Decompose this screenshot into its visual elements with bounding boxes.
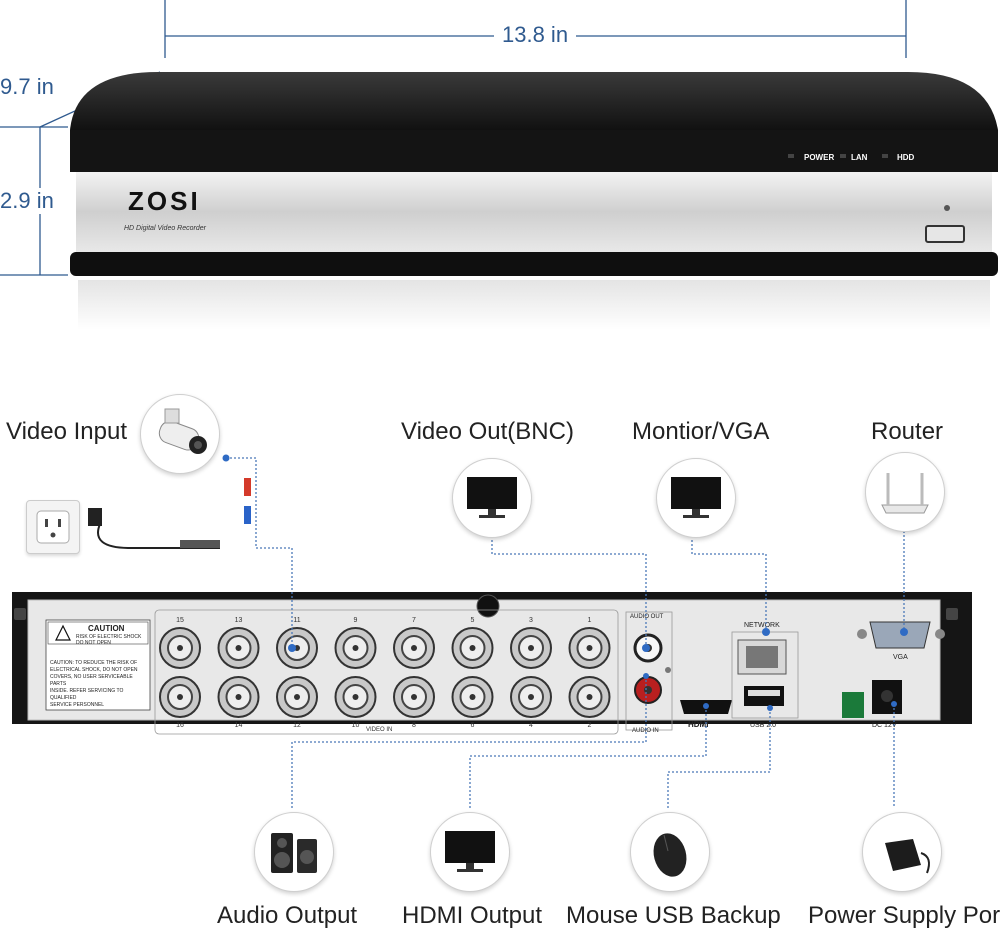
video-in-label: VIDEO IN (366, 727, 393, 733)
power-indicator: POWER (804, 153, 835, 162)
monitor-icon (452, 458, 532, 538)
lan-indicator: LAN (851, 153, 868, 162)
camera-icon (140, 394, 220, 474)
bnc-connector-6 (451, 676, 494, 718)
bnc-connector-11 (276, 627, 318, 669)
network-label: NETWORK (744, 622, 780, 629)
bnc-connector-2 (568, 676, 611, 718)
video-out-caption: Video Out(BNC) (401, 418, 574, 445)
bnc-number-16: 16 (176, 722, 184, 729)
bnc-number-14: 14 (235, 722, 243, 729)
bnc-number-5: 5 (471, 617, 475, 624)
bnc-connector-1 (568, 627, 611, 669)
bnc-number-1: 1 (588, 617, 592, 624)
bnc-number-6: 6 (471, 722, 475, 729)
usb-label: USB 2.0 (750, 722, 777, 729)
outlet-icon (26, 500, 80, 554)
bnc-connector-grid: 15 13 11 9 7 5 3 1 16 14 12 10 8 6 4 2 (159, 617, 611, 729)
bnc-connector-7 (393, 627, 435, 669)
bnc-number-15: 15 (176, 617, 184, 624)
bnc-number-3: 3 (529, 617, 533, 624)
bnc-number-9: 9 (354, 617, 358, 624)
height-dimension: 2.9 in (0, 188, 54, 214)
front-subtitle: HD Digital Video Recorder (124, 225, 206, 232)
bnc-connector-16 (159, 676, 201, 718)
audio-output-caption: Audio Output (217, 902, 358, 929)
router-caption: Router (871, 418, 944, 445)
brand-logo: ZOSI (128, 186, 201, 216)
depth-dimension: 9.7 in (0, 74, 54, 100)
hdmi-output-caption: HDMI Output (402, 902, 543, 929)
bnc-connector-9 (334, 627, 377, 669)
bnc-number-10: 10 (352, 722, 360, 729)
bnc-connector-14 (217, 676, 260, 718)
monitor-vga-caption: Montior/VGA (632, 418, 770, 445)
bnc-connector-8 (393, 676, 435, 718)
audio-out-label: AUDIO OUT (630, 614, 664, 620)
router-icon (865, 452, 945, 532)
bnc-connector-3 (510, 627, 552, 669)
power-supply-caption: Power Supply Port (808, 902, 1000, 929)
caution-body: CAUTION: TO REDUCE THE RISK OF ELECTRICA… (50, 660, 138, 708)
bnc-connector-15 (159, 627, 201, 669)
hdmi-label: HDMI (688, 720, 709, 729)
hdmi-monitor-icon (430, 812, 510, 892)
video-input-caption: Video Input (6, 418, 127, 445)
dvr-front-view (70, 72, 998, 330)
monitor-vga-icon (656, 458, 736, 538)
bnc-connector-10 (334, 676, 377, 718)
bnc-connector-4 (510, 676, 552, 718)
width-dimension: 13.8 in (494, 22, 577, 48)
power-adapter-icon (862, 812, 942, 892)
bnc-number-13: 13 (235, 617, 243, 624)
audio-in-label: AUDIO IN (632, 728, 659, 734)
caution-line: RISK OF ELECTRIC SHOCK DO NOT OPEN (76, 634, 142, 646)
bnc-number-4: 4 (529, 722, 533, 729)
bnc-number-11: 11 (293, 617, 300, 624)
mouse-icon (630, 812, 710, 892)
bnc-number-7: 7 (412, 617, 416, 624)
mouse-usb-caption: Mouse USB Backup (566, 902, 781, 929)
dc-label: DC 12V (872, 722, 897, 729)
bnc-connector-12 (276, 676, 318, 718)
caution-title: CAUTION (88, 624, 125, 633)
hdd-indicator: HDD (897, 153, 915, 162)
speaker-icon (254, 812, 334, 892)
bnc-connector-5 (451, 627, 494, 669)
vga-label: VGA (893, 654, 908, 661)
bnc-connector-13 (217, 627, 260, 669)
bnc-number-12: 12 (293, 722, 301, 729)
bnc-number-2: 2 (588, 722, 592, 729)
bnc-number-8: 8 (412, 722, 416, 729)
